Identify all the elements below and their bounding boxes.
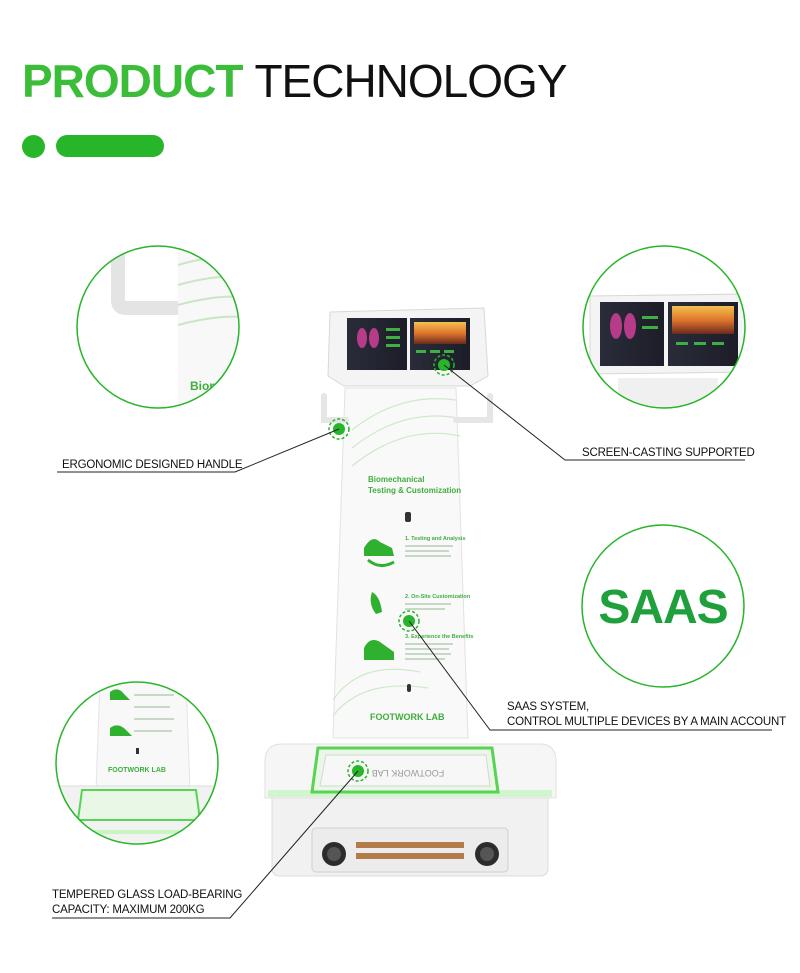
- callout-glass-2: CAPACITY: MAXIMUM 200KG: [52, 904, 205, 916]
- zoom-brand: FOOTWORK LAB: [108, 767, 166, 774]
- foot-icon: [370, 592, 382, 614]
- brand-label: FOOTWORK LAB: [370, 712, 445, 722]
- callout-glass-1: TEMPERED GLASS LOAD-BEARING: [52, 889, 243, 901]
- zoom-handle: Biome: [76, 245, 240, 409]
- step-3: 3. Experience the Benefits: [405, 634, 473, 640]
- touch-screen: [327, 307, 489, 387]
- callout-handle: ERGONOMIC DESIGNED HANDLE: [62, 459, 243, 471]
- title-highlight: PRODUCT: [22, 55, 243, 107]
- sensor-top: [405, 512, 411, 522]
- zoom-base: FOOTWORK LAB: [55, 681, 219, 845]
- mirrored-brand: FOOTWORK LAB: [372, 768, 445, 778]
- callout-saas-2: CONTROL MULTIPLE DEVICES BY A MAIN ACCOU…: [507, 716, 786, 728]
- callout-lines: [52, 364, 772, 919]
- machine-column: Biomechanical Testing & Customization 1.…: [332, 387, 473, 739]
- callout-saas-1: SAAS SYSTEM,: [507, 701, 589, 713]
- saas-badge: SAAS: [598, 581, 728, 634]
- panel-heading-2: Testing & Customization: [368, 486, 461, 495]
- handles: [321, 393, 493, 423]
- sneaker-icon: [364, 640, 394, 660]
- sensor-bottom: [407, 684, 411, 692]
- decor-bar: [56, 135, 164, 157]
- step-1: 1. Testing and Analysis: [405, 536, 466, 542]
- panel-heading-1: Biomechanical: [368, 475, 424, 484]
- decor-dot: [22, 135, 45, 158]
- zoom-saas: [581, 524, 745, 688]
- step-2: 2. On-Site Customization: [405, 594, 471, 600]
- machine-base: FOOTWORK LAB: [264, 743, 557, 877]
- zoom-screen: [582, 245, 746, 409]
- title-rest: TECHNOLOGY: [254, 55, 567, 107]
- shoe-icon: [364, 539, 394, 556]
- callout-screen: SCREEN-CASTING SUPPORTED: [582, 447, 755, 459]
